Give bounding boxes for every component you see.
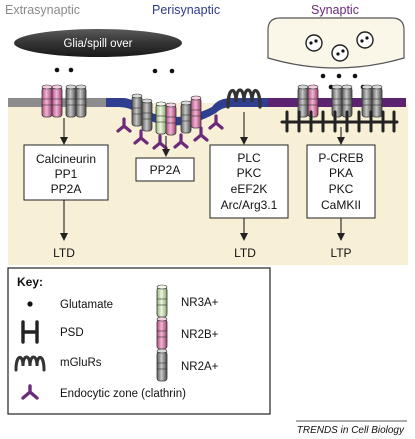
key-nr2a: NR2A+ [181,361,219,373]
nr2b-receptor [190,95,202,129]
key-box [7,267,271,415]
key-nr3a: NR3A+ [181,297,219,309]
signal-pkc: PKC [237,166,262,180]
signal-arc: Arc/Arg3.1 [221,198,278,212]
header-perisynaptic: Perisynaptic [152,3,220,17]
outcome-mglur: LTD [234,246,256,260]
presynaptic-terminal [267,17,405,69]
key-mglurs: mGluRs [60,357,102,369]
key-psd: PSD [60,327,84,339]
key-endocytic: Endocytic zone (clathrin) [60,388,186,400]
nr2a-receptor [131,93,143,127]
header-synaptic: Synaptic [311,3,359,17]
nr2a-receptor [141,98,153,132]
box-perisynaptic [135,157,195,182]
key-title: Key: [17,275,43,289]
box-mglur [209,144,289,219]
glia-label: Glia/spill over [63,38,132,50]
vesicle [331,44,349,62]
nr2a-receptor [75,84,87,118]
glutamate-icon [27,301,33,307]
signal-pp1: PP1 [55,167,78,181]
outcome-synaptic: LTP [330,246,351,260]
arrow [240,112,248,145]
nr2b-receptor [51,84,63,118]
vesicle [356,31,374,49]
signal-eef2k: eEF2K [231,182,268,196]
signal-pp2a: PP2A [51,182,82,196]
signal-calcineurin: Calcineurin [36,152,96,166]
glutamate-dots [54,67,366,90]
nr3a-key-icon [156,284,168,318]
nr2a-receptor [65,84,77,118]
nr2a-receptor [180,100,192,134]
signal-camkii: CaMKII [321,198,361,212]
clathrin-key-icon [21,384,39,400]
arrow [60,200,68,241]
signal-pka: PKA [329,166,353,180]
signal-plc: PLC [237,151,261,165]
mglur-icon [226,88,262,109]
box-extrasynaptic [23,144,109,201]
nr3a-receptor [155,101,167,135]
nr2b-receptor [41,84,53,118]
outcome-extrasynaptic: LTD [53,246,75,260]
arrow [240,218,248,241]
arrow [337,127,345,145]
signal-pkc-syn: PKC [329,182,354,196]
arrow [162,136,170,157]
header-extrasynaptic: Extrasynaptic [5,3,80,17]
glia-shape [14,29,182,57]
signal-pcreb: P-CREB [318,151,363,165]
footer-credit: TRENDS in Cell Biology [297,425,405,436]
key-glutamate: Glutamate [60,299,113,311]
key-nr2b: NR2B+ [181,329,219,341]
arrow [60,118,68,145]
signal-pp2a-peri: PP2A [150,163,181,177]
arrow [337,218,345,241]
nr2b-key-icon [156,316,168,350]
nr2b-receptor [165,102,177,136]
nr2a-receptor [371,84,383,118]
psd-icon [21,320,39,344]
mglur-key-icon [14,355,46,372]
psd-scaffold [280,110,399,133]
nr2a-key-icon [156,348,168,382]
box-synaptic [306,144,376,219]
vesicle [305,34,323,52]
